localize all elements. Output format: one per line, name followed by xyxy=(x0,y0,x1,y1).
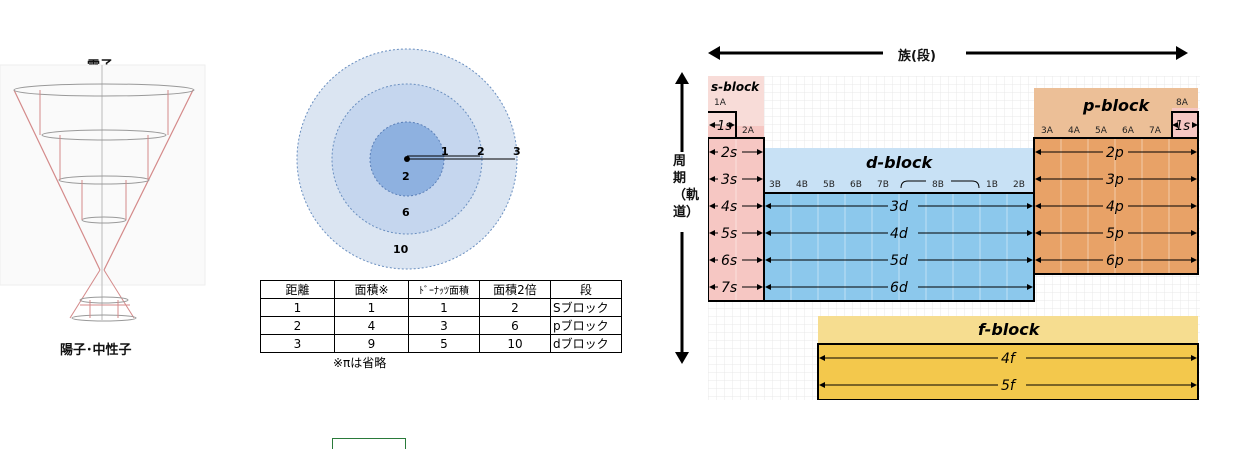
f-block-title: f-block xyxy=(978,320,1041,339)
orbital-label: 7s xyxy=(721,280,737,296)
table-header: 距離 xyxy=(260,280,335,299)
table-cell: 9 xyxy=(334,334,409,353)
table-cell: 10 xyxy=(479,334,551,353)
table-cell: 1 xyxy=(334,298,409,317)
table-row: 1 1 1 2 Sブロック xyxy=(260,298,622,317)
group-label: 2A xyxy=(742,126,755,136)
group-label: 4B xyxy=(796,180,808,190)
group-label: 3A xyxy=(1041,126,1054,136)
table-cell: pブロック xyxy=(550,316,622,335)
orbital-label: 5p xyxy=(1106,226,1124,242)
orbital-label: 6p xyxy=(1106,253,1124,269)
table-cell: 2 xyxy=(260,316,335,335)
table-cell: 3 xyxy=(260,334,335,353)
orbital-label: 6d xyxy=(890,280,908,296)
periodic-block-chart: s-block p-block d-block f-block 1A 2A 3A… xyxy=(708,76,1200,400)
orbital-label: 1s xyxy=(717,119,732,134)
s-block-title: s-block xyxy=(711,80,760,94)
orbital-label: 3p xyxy=(1106,172,1124,188)
group-label: 6B xyxy=(850,180,862,190)
orbital-label: 5s xyxy=(721,226,737,242)
area-label-middle: 6 xyxy=(402,206,410,219)
d-block-title: d-block xyxy=(866,153,934,172)
table-cell: 1 xyxy=(260,298,335,317)
cone-diagram xyxy=(0,64,206,322)
group-label: 8B xyxy=(932,180,944,190)
group-label: 1A xyxy=(714,98,727,108)
table-cell: dブロック xyxy=(550,334,622,353)
group-label: 4A xyxy=(1068,126,1081,136)
orbital-label: 4p xyxy=(1106,199,1124,215)
selection-box xyxy=(332,438,406,449)
orbital-label: 4d xyxy=(890,226,908,242)
group-label: 1B xyxy=(986,180,998,190)
orbital-label: 4s xyxy=(721,199,737,215)
table-note: ※πは省略 xyxy=(333,356,387,370)
radius-label-3: 3 xyxy=(513,145,521,158)
group-label: 7B xyxy=(877,180,889,190)
table-cell: 5 xyxy=(408,334,480,353)
orbital-label: 3d xyxy=(890,199,908,215)
period-axis-label: 周期（軌道） xyxy=(673,154,700,220)
table-cell: 4 xyxy=(334,316,409,335)
orbital-label: 3s xyxy=(721,172,737,188)
table-cell: 3 xyxy=(408,316,480,335)
orbital-label: 4f xyxy=(1001,351,1017,367)
table-row: 3 9 5 10 dブロック xyxy=(260,334,622,353)
table-header: 段 xyxy=(550,280,622,299)
orbital-label: 2p xyxy=(1106,145,1124,161)
table-header: ﾄﾞｰﾅｯﾂ面積 xyxy=(408,280,480,299)
group-label: 8A xyxy=(1176,98,1189,108)
area-label-outer: 10 xyxy=(393,243,409,256)
group-label: 7A xyxy=(1149,126,1162,136)
orbital-label: 5d xyxy=(890,253,908,269)
group-label: 2B xyxy=(1013,180,1025,190)
group-label: 5A xyxy=(1095,126,1108,136)
area-label-inner: 2 xyxy=(402,170,410,183)
table-header-row: 距離 面積※ ﾄﾞｰﾅｯﾂ面積 面積2倍 段 xyxy=(260,280,622,299)
cone-bottom-label: 陽子･中性子 xyxy=(60,343,132,358)
table-cell: 6 xyxy=(479,316,551,335)
orbital-label: 1s xyxy=(1175,119,1190,134)
area-table: 距離 面積※ ﾄﾞｰﾅｯﾂ面積 面積2倍 段 1 1 1 2 Sブロック 2 4… xyxy=(260,280,622,353)
group-axis-arrow xyxy=(708,46,1188,60)
table-header: 面積2倍 xyxy=(479,280,551,299)
concentric-circles-diagram: 1 2 3 2 6 10 xyxy=(296,48,521,270)
group-label: 6A xyxy=(1122,126,1135,136)
table-row: 2 4 3 6 pブロック xyxy=(260,316,622,335)
table-cell: 2 xyxy=(479,298,551,317)
p-block-title: p-block xyxy=(1082,96,1151,115)
orbital-label: 2s xyxy=(721,145,737,161)
group-axis-label: 族(段) xyxy=(898,49,936,64)
group-label: 3B xyxy=(769,180,781,190)
orbital-label: 6s xyxy=(721,253,737,269)
table-cell: Sブロック xyxy=(550,298,622,317)
table-header: 面積※ xyxy=(334,280,409,299)
radius-label-1: 1 xyxy=(441,145,449,158)
table-cell: 1 xyxy=(408,298,480,317)
period-axis-arrow xyxy=(675,72,689,364)
group-label: 5B xyxy=(823,180,835,190)
radius-label-2: 2 xyxy=(477,145,485,158)
orbital-label: 5f xyxy=(1001,378,1017,394)
